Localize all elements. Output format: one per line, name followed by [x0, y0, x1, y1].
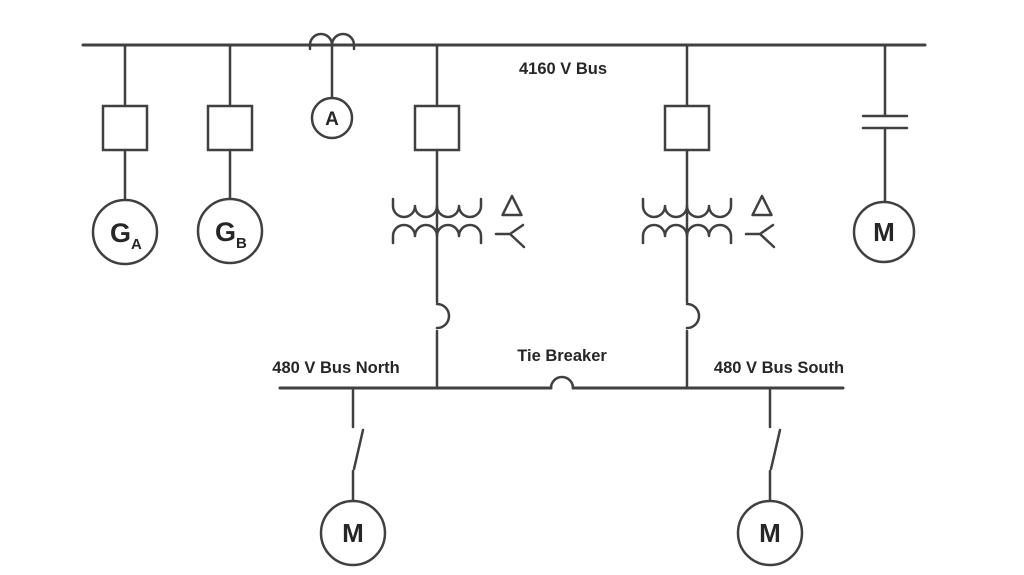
bus-480-north-label: 480 V Bus North [272, 359, 399, 377]
tie-breaker-label: Tie Breaker [517, 347, 607, 365]
transformer-north-primary-winding-icon [391, 197, 483, 219]
ammeter-label: A [325, 109, 339, 130]
transformer-north-breaker-icon [413, 104, 461, 152]
generator-b-icon [196, 197, 264, 265]
transformer-north-secondary-breaker-icon [435, 302, 451, 330]
motor-4160-label: M [873, 217, 895, 247]
tie-breaker-icon [549, 375, 575, 390]
motor-480-north-switch-icon [352, 428, 365, 471]
generator-a-subscript: A [131, 236, 142, 253]
motor-480-north-icon [319, 499, 387, 567]
transformer-north-secondary-winding-icon [391, 223, 483, 245]
generator-b-subscript: B [236, 235, 247, 252]
transformer-south-branch [641, 43, 776, 390]
transformer-south-breaker-icon [663, 104, 711, 152]
motor-480-north-label: M [342, 518, 364, 548]
motor-480-south-label: M [759, 518, 781, 548]
transformer-south-secondary-winding-icon [641, 223, 733, 245]
motor-480-south-branch: M [736, 386, 804, 567]
motor-4160-icon [852, 200, 916, 264]
generator-b-label: GB [215, 217, 247, 252]
transformer-south-wye-icon [744, 223, 776, 249]
generator-b-breaker-icon [206, 104, 254, 152]
transformer-south-primary-winding-icon [641, 197, 733, 219]
generator-a-breaker-icon [101, 104, 149, 152]
transformer-north-wye-icon [494, 223, 526, 249]
generator-a-letter: G [110, 218, 131, 248]
motor-480-north-branch: M [319, 386, 387, 567]
generator-a-branch: GA [91, 43, 159, 266]
motor-480-south-switch-icon [769, 428, 782, 471]
bus-4160-label: 4160 V Bus [519, 60, 607, 78]
transformer-north-delta-icon [501, 194, 523, 217]
generator-b-letter: G [215, 217, 236, 247]
ammeter-icon [310, 96, 354, 140]
transformer-south-delta-icon [751, 194, 773, 217]
generator-b-branch: GB [196, 43, 264, 265]
generator-a-icon [91, 198, 159, 266]
transformer-south-secondary-breaker-icon [685, 302, 701, 330]
motor-4160-branch: M [852, 43, 916, 264]
generator-a-label: GA [110, 218, 142, 253]
motor-480-south-icon [736, 499, 804, 567]
transformer-north-branch [391, 43, 526, 390]
bus-480-south-label: 480 V Bus South [714, 359, 844, 377]
ammeter-branch: A [308, 32, 356, 140]
